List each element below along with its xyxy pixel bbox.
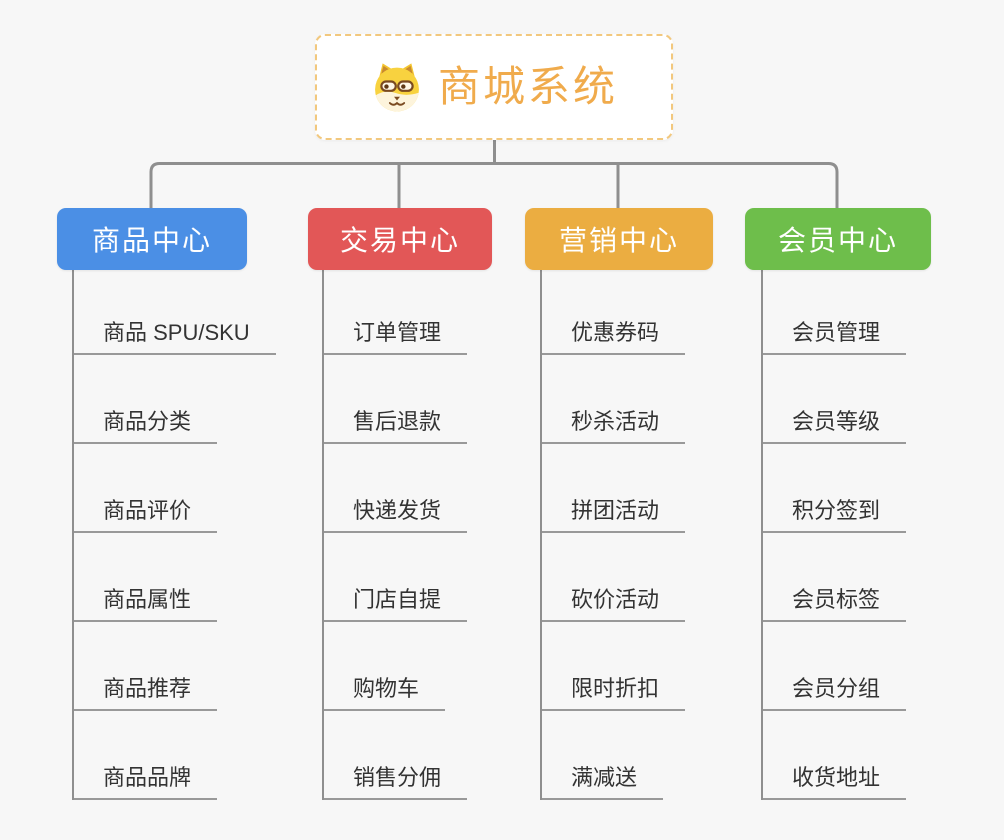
leaf-node[interactable]: 砍价活动 (540, 586, 686, 622)
leaf-node[interactable]: 秒杀活动 (540, 408, 686, 444)
leaf-node[interactable]: 拼团活动 (540, 497, 686, 533)
leaf-node[interactable]: 销售分佣 (322, 764, 468, 800)
leaf-row: 门店自提 (322, 533, 468, 622)
branch-node-trade-center[interactable]: 交易中心 (308, 208, 492, 270)
leaf-node[interactable]: 会员分组 (761, 675, 907, 711)
leaf-node[interactable]: 商品品牌 (72, 764, 218, 800)
leaf-node[interactable]: 门店自提 (322, 586, 468, 622)
leaf-node[interactable]: 收货地址 (761, 764, 907, 800)
leaf-node[interactable]: 商品分类 (72, 408, 218, 444)
leaf-column-product: 商品 SPU/SKU 商品分类 商品评价 商品属性 商品推荐 商品品牌 (72, 266, 276, 800)
leaf-row: 购物车 (322, 622, 467, 711)
branch-node-marketing-center[interactable]: 营销中心 (525, 208, 713, 270)
leaf-row: 销售分佣 (322, 711, 468, 800)
leaf-node[interactable]: 商品推荐 (72, 675, 218, 711)
leaf-node[interactable]: 商品评价 (72, 497, 218, 533)
leaf-node[interactable]: 订单管理 (322, 319, 468, 355)
leaf-row: 拼团活动 (540, 444, 686, 533)
leaf-row: 商品品牌 (72, 711, 276, 800)
branch-node-label: 交易中心 (339, 225, 460, 256)
leaf-column-marketing: 优惠券码 秒杀活动 拼团活动 砍价活动 限时折扣 满减送 (540, 266, 686, 800)
leaf-row: 商品评价 (72, 444, 276, 533)
leaf-row: 会员管理 (761, 266, 907, 355)
leaf-node[interactable]: 商品属性 (72, 586, 218, 622)
leaf-row: 商品分类 (72, 355, 276, 444)
leaf-row: 收货地址 (761, 711, 907, 800)
leaf-node[interactable]: 商品 SPU/SKU (72, 319, 276, 355)
leaf-column-trade: 订单管理 售后退款 快递发货 门店自提 购物车 销售分佣 (322, 266, 468, 800)
leaf-row: 限时折扣 (540, 622, 686, 711)
leaf-node[interactable]: 会员标签 (761, 586, 907, 622)
leaf-node[interactable]: 售后退款 (322, 408, 468, 444)
leaf-node[interactable]: 会员等级 (761, 408, 907, 444)
leaf-node[interactable]: 快递发货 (322, 497, 468, 533)
leaf-row: 会员标签 (761, 533, 907, 622)
leaf-row: 商品属性 (72, 533, 276, 622)
leaf-row: 售后退款 (322, 355, 468, 444)
leaf-row: 会员等级 (761, 355, 907, 444)
leaf-column-member: 会员管理 会员等级 积分签到 会员标签 会员分组 收货地址 (761, 266, 907, 800)
leaf-row: 商品推荐 (72, 622, 276, 711)
root-node[interactable]: 商城系统 (315, 34, 673, 140)
leaf-row: 订单管理 (322, 266, 468, 355)
branch-node-label: 会员中心 (777, 225, 898, 256)
leaf-node[interactable]: 积分签到 (761, 497, 907, 533)
dog-face-icon (375, 63, 419, 112)
leaf-row: 积分签到 (761, 444, 907, 533)
leaf-row: 砍价活动 (540, 533, 686, 622)
leaf-node[interactable]: 优惠券码 (540, 319, 686, 355)
leaf-row: 优惠券码 (540, 266, 686, 355)
leaf-row: 商品 SPU/SKU (72, 266, 276, 355)
root-node-label: 商城系统 (437, 63, 618, 110)
leaf-node[interactable]: 购物车 (322, 675, 446, 711)
branch-node-label: 营销中心 (558, 225, 679, 256)
leaf-node[interactable]: 满减送 (540, 764, 664, 800)
branch-node-label: 商品中心 (91, 225, 212, 256)
leaf-row: 秒杀活动 (540, 355, 686, 444)
branch-node-product-center[interactable]: 商品中心 (57, 208, 247, 270)
leaf-node[interactable]: 会员管理 (761, 319, 907, 355)
leaf-row: 快递发货 (322, 444, 468, 533)
branch-node-member-center[interactable]: 会员中心 (745, 208, 931, 270)
leaf-node[interactable]: 限时折扣 (540, 675, 686, 711)
leaf-row: 满减送 (540, 711, 685, 800)
leaf-row: 会员分组 (761, 622, 907, 711)
